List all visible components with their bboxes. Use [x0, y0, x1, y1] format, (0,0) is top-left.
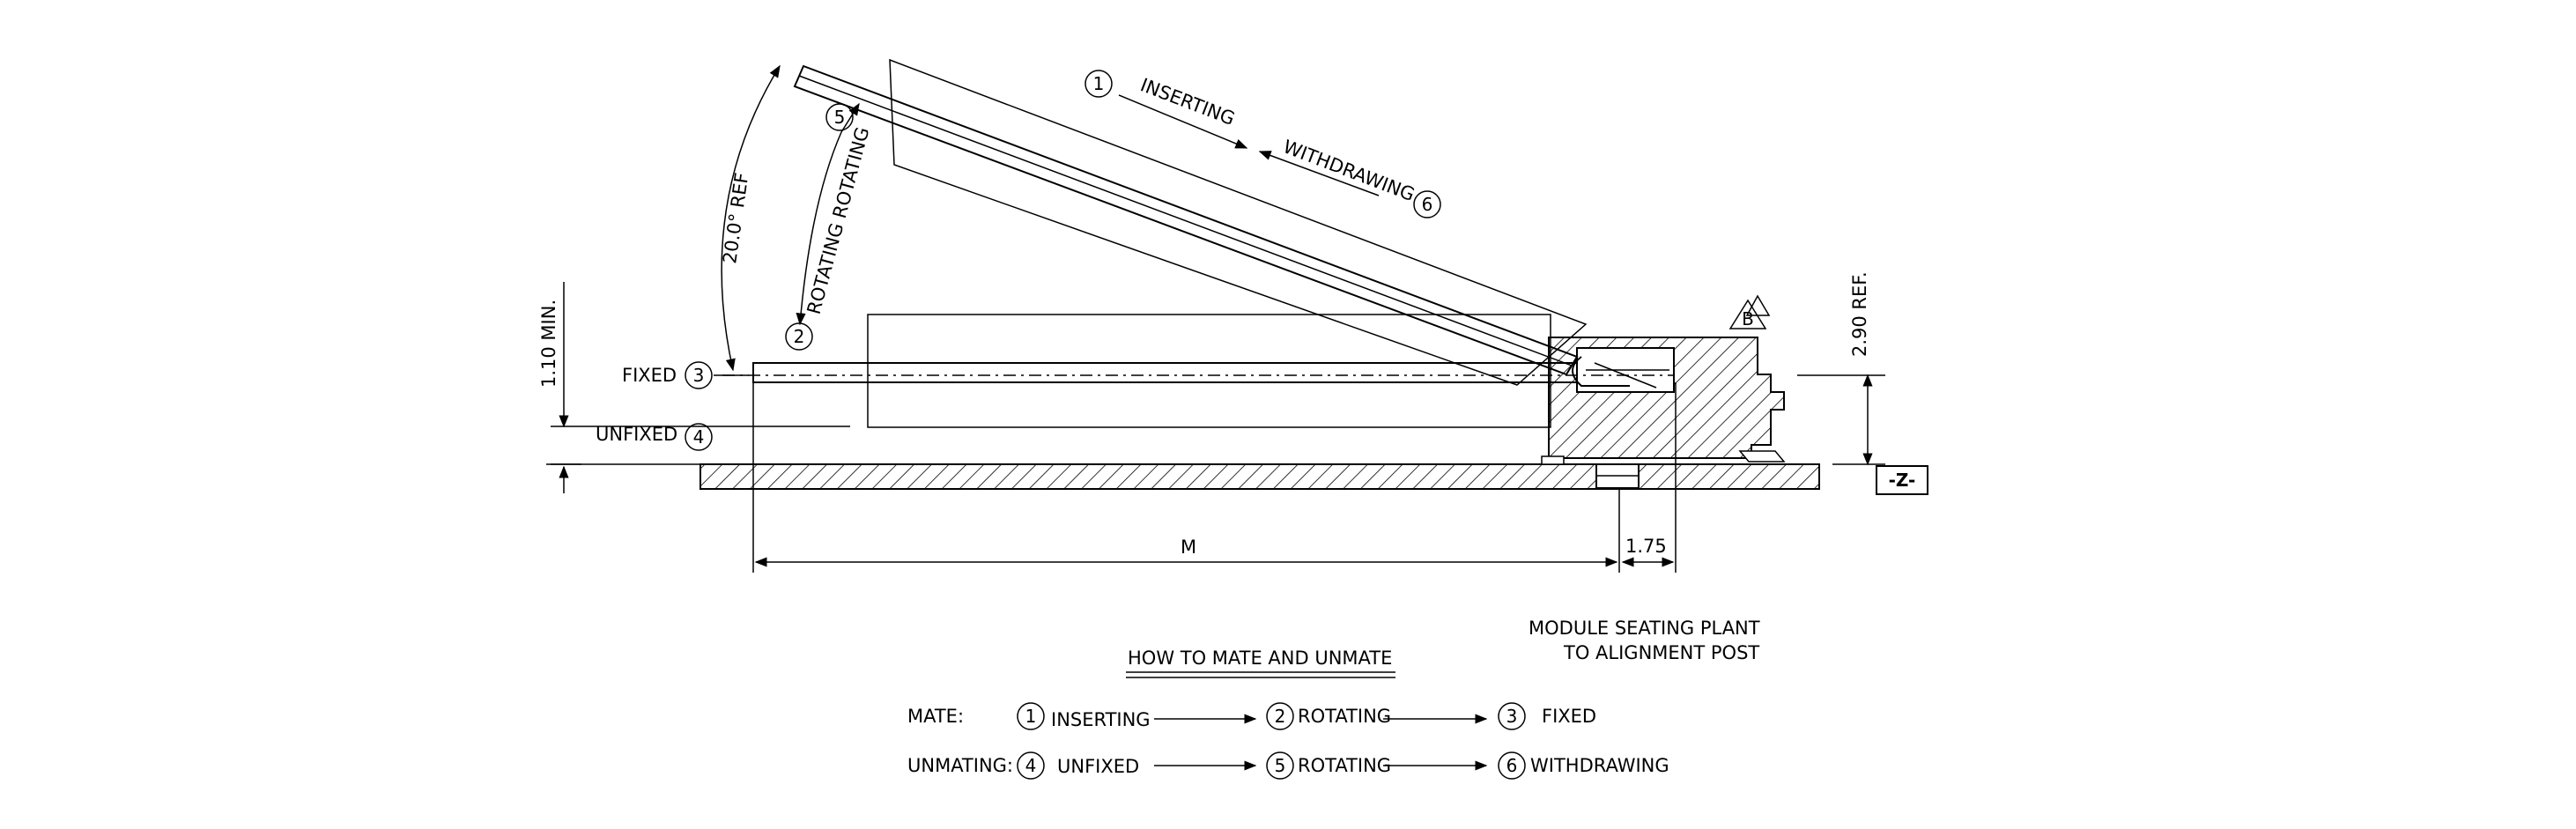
svg-text:5: 5 [834, 107, 846, 128]
svg-text:2: 2 [1275, 706, 1286, 727]
angle-arc [721, 64, 781, 372]
unmate-step-3: WITHDRAWING [1530, 755, 1669, 776]
svg-text:4: 4 [693, 426, 705, 448]
svg-text:3: 3 [693, 365, 705, 386]
unmate-step-2: ROTATING [1298, 755, 1391, 776]
withdrawing-arrow [1258, 151, 1380, 196]
mate-row-label: MATE: [907, 706, 964, 727]
note-line-2: TO ALIGNMENT POST [1563, 642, 1759, 663]
step-5-marker [825, 103, 854, 131]
withdrawing-label: WITHDRAWING [1280, 136, 1418, 205]
svg-text:6: 6 [1506, 755, 1518, 776]
connector-body [1541, 337, 1786, 489]
mate-step-1: INSERTING [1051, 709, 1151, 730]
note-line-1: MODULE SEATING PLANT [1529, 618, 1760, 639]
datum-z-box [1876, 465, 1928, 495]
module-fixed-position [722, 314, 1674, 428]
step-4-marker [685, 423, 713, 451]
dim-175-label: 1.75 [1625, 536, 1667, 557]
svg-text:1: 1 [1093, 73, 1105, 94]
svg-text:6: 6 [1422, 194, 1433, 215]
module-tilted-position [793, 58, 1588, 386]
svg-text:1: 1 [1025, 706, 1037, 727]
step-1-marker [1084, 70, 1113, 98]
legend-title: HOW TO MATE AND UNMATE [1128, 648, 1392, 669]
mating-legend: HOW TO MATE AND UNMATE MATE: 1 INSERTING… [907, 648, 1669, 780]
rotating-label: ROTATING ROTATING [803, 125, 874, 317]
mate-step-2: ROTATING [1298, 706, 1391, 727]
rotation-arc [796, 131, 842, 326]
angle-ref-label: 20.0° REF [719, 171, 752, 264]
mate-step-3: FIXED [1542, 706, 1596, 727]
dim-m-label: M [1181, 537, 1196, 558]
inserting-label: INSERTING [1137, 74, 1238, 130]
svg-text:2: 2 [794, 326, 805, 347]
svg-text:3: 3 [1506, 706, 1518, 727]
min-dim-label: 1.10 MIN. [538, 300, 559, 388]
unfixed-label: UNFIXED [596, 424, 677, 445]
step-3-marker [685, 361, 713, 389]
unmate-step-1: UNFIXED [1057, 756, 1139, 777]
datum-z-label: -Z- [1889, 470, 1916, 491]
step-6-marker [1413, 190, 1441, 218]
base-plate [700, 463, 1820, 490]
ref-dim-label: 2.90 REF. [1849, 271, 1870, 357]
unmating-row-label: UNMATING: [907, 755, 1013, 776]
datum-b-letter: B [1742, 308, 1754, 329]
svg-text:5: 5 [1275, 755, 1286, 776]
step-2-marker [785, 322, 813, 351]
svg-text:4: 4 [1025, 755, 1037, 776]
fixed-label: FIXED [622, 365, 677, 386]
inserting-arrow [1118, 94, 1248, 149]
